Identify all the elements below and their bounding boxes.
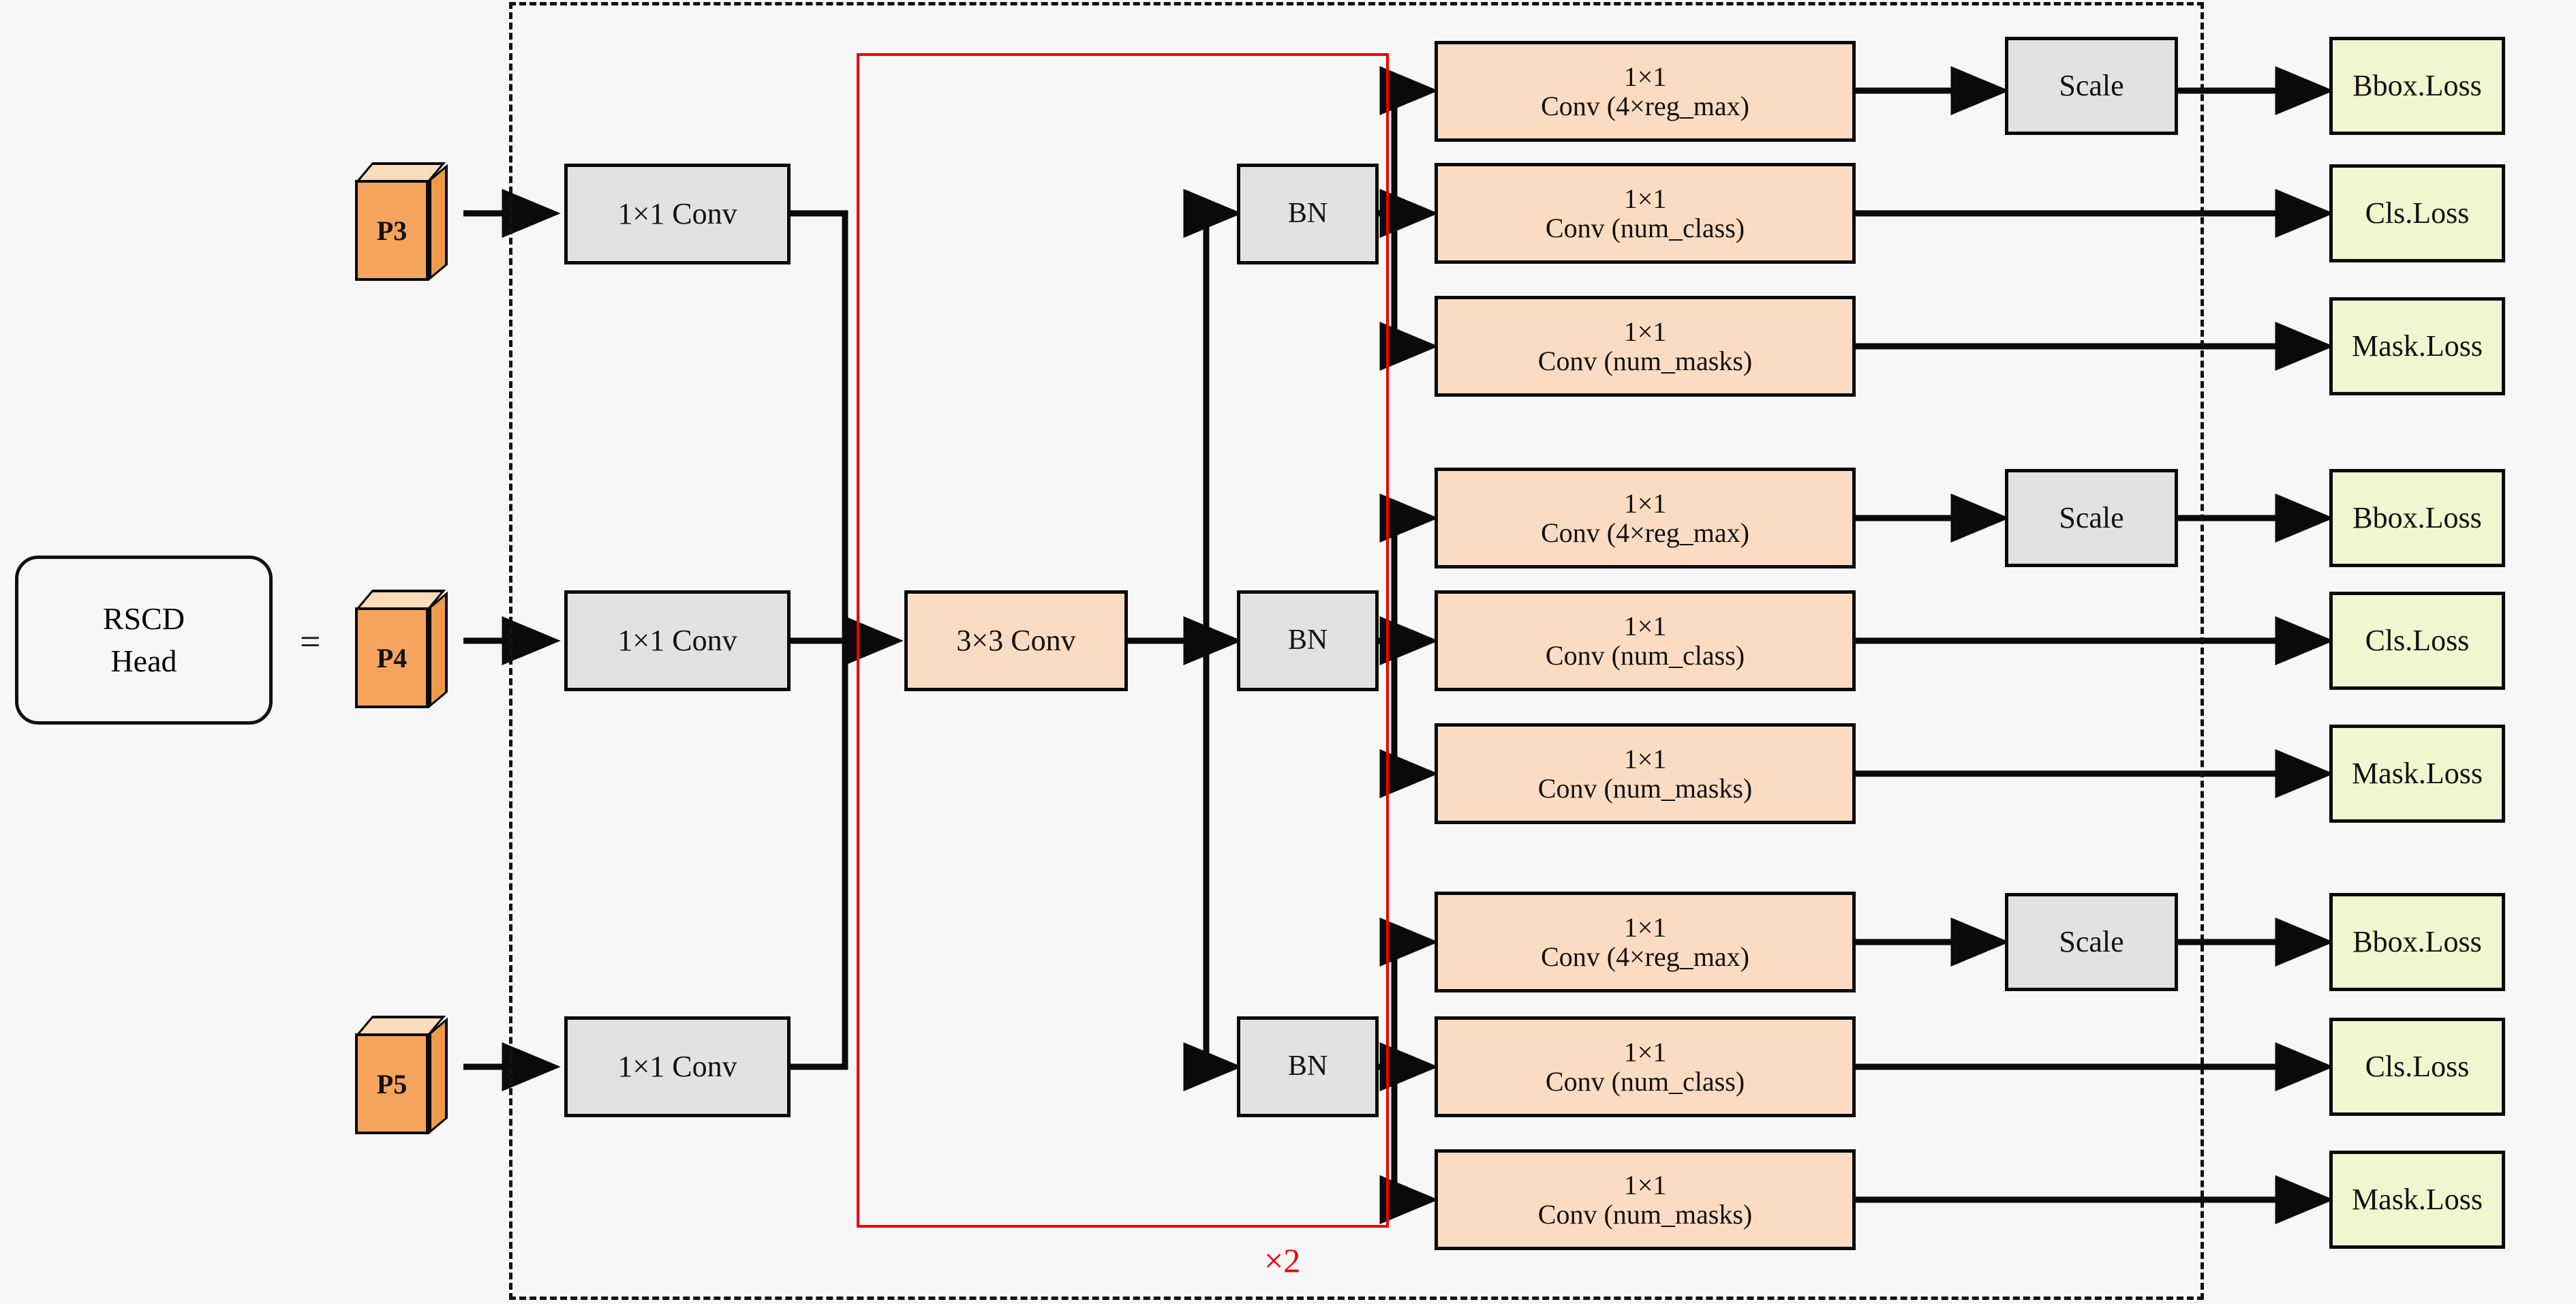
bn-p5: BN	[1237, 1016, 1379, 1117]
loss-p3-bbox: Bbox.Loss	[2329, 37, 2505, 135]
conv-label: Conv (num_class)	[1545, 640, 1745, 671]
head-conv-p3-mask: 1×1 Conv (num_masks)	[1435, 296, 1856, 397]
head-conv-p5-mask: 1×1 Conv (num_masks)	[1435, 1149, 1856, 1250]
head-conv-p3-cls: 1×1 Conv (num_class)	[1435, 163, 1856, 264]
cube-side-face	[429, 591, 448, 708]
conv-label: Conv (num_class)	[1545, 1066, 1745, 1097]
stem-conv-p4: 1×1 Conv	[564, 590, 791, 691]
cube-side-face	[429, 164, 448, 281]
loss-p4-bbox: Bbox.Loss	[2329, 469, 2505, 567]
kernel-label: 1×1	[1623, 743, 1667, 774]
kernel-label: 1×1	[1623, 1036, 1667, 1067]
loss-p3-mask: Mask.Loss	[2329, 297, 2505, 395]
loss-p4-mask: Mask.Loss	[2329, 725, 2505, 823]
stem-conv-p3: 1×1 Conv	[564, 164, 791, 264]
head-conv-p4-mask: 1×1 Conv (num_masks)	[1435, 723, 1856, 824]
conv-label: Conv (4×reg_max)	[1541, 517, 1749, 548]
loss-p4-cls: Cls.Loss	[2329, 592, 2505, 690]
scale-p5: Scale	[2005, 893, 2178, 991]
rscd-head-label-box: RSCD Head	[15, 556, 273, 725]
rscd-head-boundary	[509, 2, 2204, 1300]
conv-label: Conv (num_class)	[1545, 213, 1745, 243]
kernel-label: 1×1	[1623, 316, 1667, 347]
kernel-label: 1×1	[1623, 911, 1667, 943]
head-conv-p5-bbox: 1×1 Conv (4×reg_max)	[1435, 892, 1856, 992]
loss-p3-cls: Cls.Loss	[2329, 164, 2505, 262]
head-conv-p4-bbox: 1×1 Conv (4×reg_max)	[1435, 468, 1856, 568]
loss-p5-bbox: Bbox.Loss	[2329, 893, 2505, 991]
conv-label: Conv (num_masks)	[1537, 1199, 1753, 1230]
conv-label: Conv (4×reg_max)	[1541, 941, 1749, 972]
cube-label-p4: P4	[355, 607, 429, 708]
cube-label-p3: P3	[355, 180, 429, 281]
kernel-label: 1×1	[1623, 183, 1667, 214]
head-conv-p5-cls: 1×1 Conv (num_class)	[1435, 1016, 1856, 1117]
bn-p3: BN	[1237, 164, 1379, 264]
kernel-label: 1×1	[1623, 610, 1667, 641]
cube-label-p5: P5	[355, 1033, 429, 1134]
loss-p5-cls: Cls.Loss	[2329, 1018, 2505, 1116]
conv-label: Conv (num_masks)	[1537, 773, 1753, 804]
stem-conv-p5: 1×1 Conv	[564, 1016, 791, 1117]
kernel-label: 1×1	[1623, 61, 1667, 92]
scale-p3: Scale	[2005, 37, 2178, 135]
head-label-line2: Head	[110, 643, 177, 678]
cube-side-face	[429, 1017, 448, 1134]
shared-conv-3x3: 3×3 Conv	[904, 590, 1128, 691]
repeat-count-label: ×2	[1264, 1241, 1301, 1279]
equals-sign: =	[300, 621, 321, 662]
conv-label: Conv (4×reg_max)	[1541, 91, 1749, 121]
repeat-block-frame	[857, 53, 1389, 1228]
conv-label: Conv (num_masks)	[1537, 346, 1753, 376]
head-label-line1: RSCD	[102, 601, 185, 636]
bn-p4: BN	[1237, 590, 1379, 691]
scale-p4: Scale	[2005, 469, 2178, 567]
kernel-label: 1×1	[1623, 1169, 1667, 1200]
head-conv-p3-bbox: 1×1 Conv (4×reg_max)	[1435, 41, 1856, 142]
kernel-label: 1×1	[1623, 487, 1667, 519]
head-conv-p4-cls: 1×1 Conv (num_class)	[1435, 590, 1856, 691]
loss-p5-mask: Mask.Loss	[2329, 1151, 2505, 1249]
